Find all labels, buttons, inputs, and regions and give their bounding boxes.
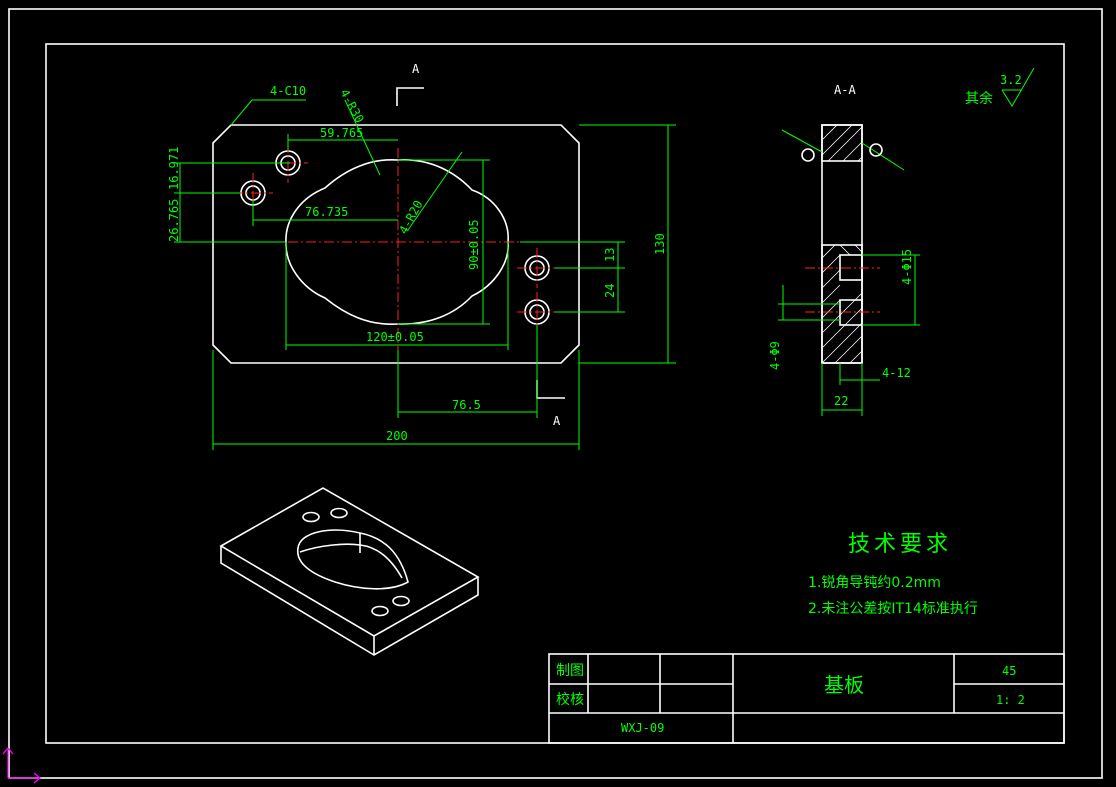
material: 45 [1002,664,1016,678]
section-mark-bottom: A [553,414,561,428]
section-mark-top: A [412,62,420,76]
dim-12: 4-12 [882,366,911,380]
dim-phi15: 4-Φ15 [900,249,914,285]
isometric-view [219,487,480,656]
clover-pocket [285,159,509,325]
roughness-symbol: 其余 3.2 [965,67,1035,107]
roughness-value: 3.2 [1000,73,1022,87]
dim-16971: 16.971 [167,147,181,190]
section-view: A-A [781,83,905,364]
requirements-title: 技术要求 [848,532,952,557]
plate-outline [212,124,580,364]
check-label: 校核 [556,691,584,708]
requirement-item-1: 1.锐角导钝约0.2mm [808,575,941,591]
radius30-label: 4-R30 [337,87,366,125]
scale: 1: 2 [996,693,1025,707]
dim-90: 90±0.05 [467,219,481,270]
front-dimensions: 4-C10 4-R30 4-R20 59.765 76.735 26.765 1… [167,84,676,450]
dim-130: 130 [653,233,667,255]
section-title: A-A [834,83,856,97]
roughness-prefix: 其余 [965,90,993,107]
dim-13: 13 [603,248,617,262]
dim-120: 120±0.05 [366,330,424,344]
drawing-frame [45,43,1065,744]
drawing-number: WXJ-09 [621,721,664,735]
dim-24: 24 [603,284,617,298]
dim-765: 76.5 [452,398,481,412]
outer-border [8,8,1103,779]
part-name: 基板 [824,673,864,697]
draw-label: 制图 [556,663,584,679]
dim-22: 22 [834,394,848,408]
title-block: 制图 校核 基板 45 1: 2 WXJ-09 [548,653,1065,744]
dim-59765: 59.765 [320,126,363,140]
radius20-label: 4-R20 [396,198,425,236]
chamfer-label: 4-C10 [270,84,306,98]
dim-26765: 26.765 [167,199,181,242]
dim-phi9: 4-Φ9 [768,341,782,370]
section-dimensions: 4-Φ15 4-Φ9 4-12 22 [768,249,920,416]
front-view: A A [212,62,580,428]
ucs-icon [2,747,41,784]
technical-requirements: 技术要求 1.锐角导钝约0.2mm 2.未注公差按IT14标准执行 [808,532,978,617]
dim-200: 200 [386,429,408,443]
requirement-item-2: 2.未注公差按IT14标准执行 [808,601,978,617]
dim-76735: 76.735 [305,205,348,219]
